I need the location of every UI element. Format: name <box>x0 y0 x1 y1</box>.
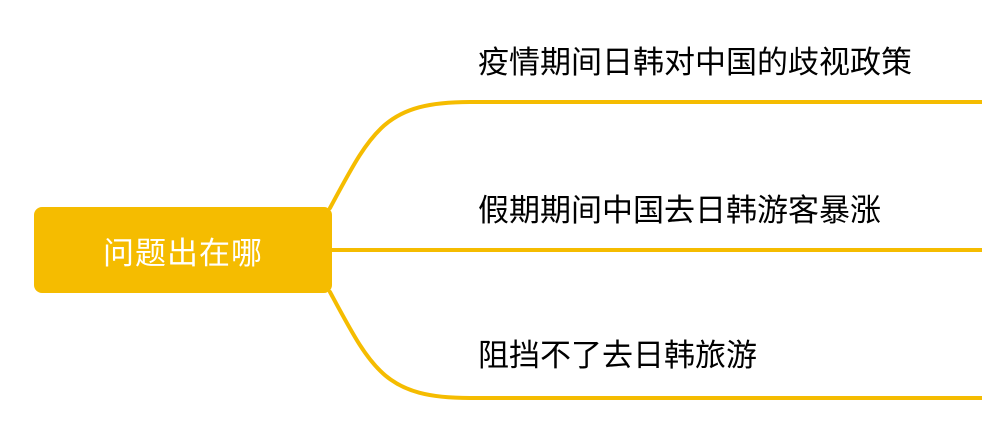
connector-branch-3 <box>328 290 982 400</box>
root-node[interactable]: 问题出在哪 <box>34 207 332 293</box>
branch-node-3-label: 阻挡不了去日韩旅游 <box>478 338 757 374</box>
branch-node-3[interactable]: 阻挡不了去日韩旅游 <box>478 338 757 374</box>
branch-node-2[interactable]: 假期期间中国去日韩游客暴涨 <box>478 193 881 229</box>
root-node-label: 问题出在哪 <box>103 235 263 272</box>
branch-node-1-label: 疫情期间日韩对中国的歧视政策 <box>478 45 912 81</box>
connector-branch-1 <box>328 100 982 210</box>
branch-node-1[interactable]: 疫情期间日韩对中国的歧视政策 <box>478 45 912 81</box>
branch-node-2-label: 假期期间中国去日韩游客暴涨 <box>478 193 881 229</box>
